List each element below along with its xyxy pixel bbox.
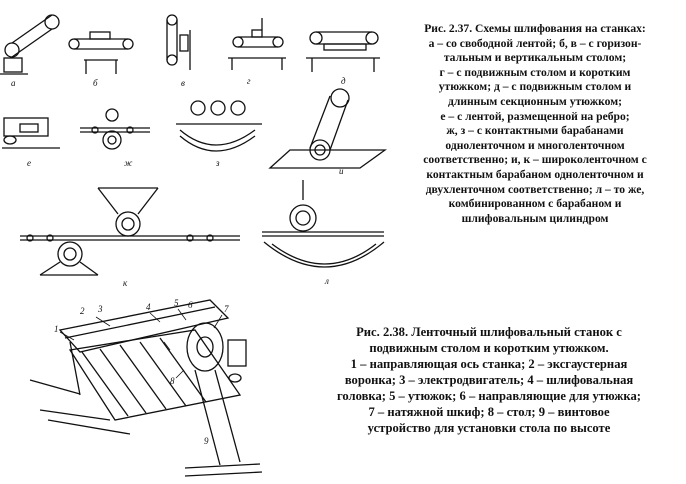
schematic-v [166, 14, 191, 70]
part-number-9: 9 [204, 436, 209, 446]
caption-line: г – с подвижным столом и коротким [439, 65, 631, 79]
caption-line: Рис. 2.38. Ленточный шлифовальный станок… [356, 325, 622, 339]
caption-line: длинным секционным утюжком; [447, 94, 623, 108]
schematic-label-l: л [325, 276, 329, 286]
figure-2-37-caption: Рис. 2.37. Схемы шлифования на станках: … [389, 22, 681, 226]
caption-line: подвижным столом и коротким утюжком. [369, 341, 609, 355]
schematic-label-i: и [339, 166, 344, 176]
part-number-2: 2 [80, 306, 85, 316]
caption-line: комбинированном с барабаном и [448, 197, 622, 211]
schematic-g [228, 18, 286, 70]
caption-line: одноленточном и многоленточном [445, 138, 625, 152]
schematic-k [20, 187, 240, 276]
caption-line: устройство для установки стола по высоте [367, 421, 611, 435]
caption-line: е – с лентой, размещенной на ребро; [440, 109, 630, 123]
caption-line: контактным барабаном одноленточном и [426, 167, 644, 181]
part-number-7: 7 [224, 304, 229, 314]
part-number-4: 4 [146, 302, 151, 312]
schematic-z [176, 100, 262, 152]
schematic-label-g: г [247, 76, 251, 86]
schematic-i [268, 88, 388, 169]
caption-line: тальным и вертикальным столом; [443, 51, 627, 65]
schematic-label-k: к [123, 278, 128, 288]
belt-grinder-machine [29, 299, 263, 477]
part-number-8: 8 [170, 376, 175, 386]
schematic-label-d: д [341, 76, 346, 86]
schematic-label-v: в [181, 78, 185, 88]
schematic-label-z: з [216, 158, 220, 168]
caption-line: шлифовальным цилиндром [461, 211, 609, 225]
caption-line: головка; 5 – утюжок; 6 – направляющие дл… [337, 389, 641, 403]
part-number-5: 5 [174, 298, 179, 308]
schematic-d [306, 31, 380, 72]
schematic-e [2, 117, 60, 149]
schematic-label-zh: ж [124, 158, 133, 168]
part-number-3: 3 [98, 304, 103, 314]
schematic-zh [80, 108, 150, 150]
schematic-l [262, 180, 385, 268]
caption-line: двухленточном соответственно; л – то же, [425, 182, 645, 196]
figure-2-38-caption: Рис. 2.38. Ленточный шлифовальный станок… [297, 324, 681, 436]
part-number-1: 1 [54, 324, 59, 334]
caption-line: утюжком; д – с подвижным столом и [438, 80, 632, 94]
schematic-a [0, 14, 60, 75]
caption-line: Рис. 2.37. Схемы шлифования на станках: [424, 22, 646, 35]
schematic-label-e: е [27, 158, 31, 168]
caption-line: 7 – натяжной шкиф; 8 – стол; 9 – винтово… [368, 405, 610, 419]
schematic-label-a: а [11, 78, 16, 88]
caption-line: воронка; 3 – электродвигатель; 4 – шлифо… [344, 373, 634, 387]
caption-line: а – со свободной лентой; б, в – с горизо… [428, 36, 642, 50]
caption-line: 1 – направляющая ось станка; 2 – эксгаус… [350, 357, 628, 371]
schematic-label-b: б [93, 78, 98, 88]
caption-line: ж, з – с контактными барабанами [446, 124, 624, 138]
part-number-6: 6 [188, 300, 193, 310]
schematic-b [68, 31, 134, 74]
caption-line: соответственно; и, к – широколенточном с [423, 153, 647, 167]
